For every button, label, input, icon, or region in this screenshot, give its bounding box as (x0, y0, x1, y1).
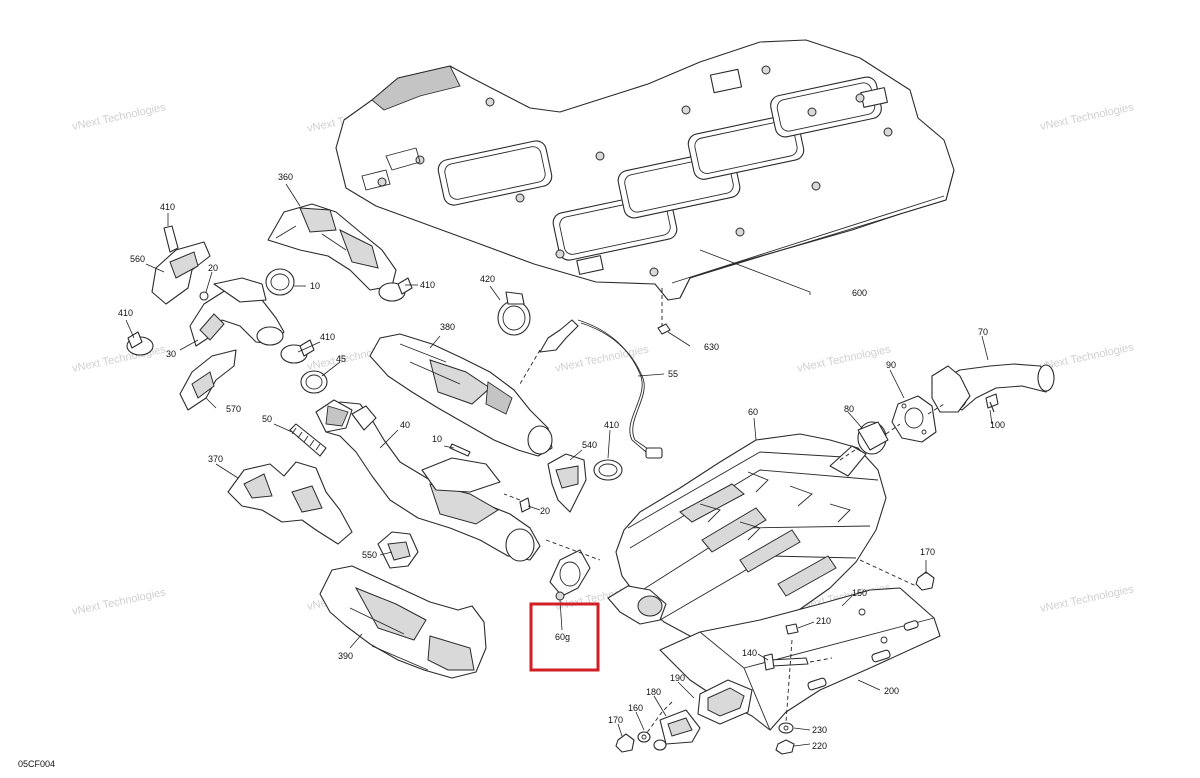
callout-600[interactable]: 600 (852, 288, 867, 298)
highlight-box-60g (529, 602, 600, 672)
gasket-10[interactable] (265, 268, 295, 296)
washer-160[interactable] (637, 731, 667, 751)
callout-180[interactable]: 180 (646, 687, 661, 697)
clamp-410-top-left[interactable] (163, 225, 179, 253)
spring-50[interactable] (289, 423, 327, 457)
callout-410[interactable]: 410 (118, 308, 133, 318)
heat-shield-390[interactable] (319, 565, 487, 679)
heat-shield-550[interactable] (377, 531, 419, 569)
callout-50[interactable]: 50 (262, 414, 272, 424)
callout-70[interactable]: 70 (978, 327, 988, 337)
callout-420[interactable]: 420 (480, 274, 495, 284)
spacer-180[interactable] (659, 709, 701, 745)
nut-220[interactable] (775, 739, 795, 755)
callout-560[interactable]: 560 (130, 254, 145, 264)
callout-60g[interactable]: 60g (555, 632, 570, 642)
heat-shield-540[interactable] (547, 453, 587, 513)
flange-90[interactable] (891, 395, 937, 443)
callout-40[interactable]: 40 (400, 420, 410, 430)
callout-380[interactable]: 380 (440, 322, 455, 332)
gasket-80[interactable] (857, 421, 889, 455)
callout-540[interactable]: 540 (582, 440, 597, 450)
callout-230[interactable]: 230 (812, 725, 827, 735)
callout-60[interactable]: 60 (748, 407, 758, 417)
watermark: vNext Technologies (1039, 101, 1135, 133)
muffler-60[interactable] (607, 433, 887, 641)
watermark: vNext Technologies (1039, 583, 1135, 615)
bolt-20[interactable] (199, 291, 531, 513)
callout-160[interactable]: 160 (628, 703, 643, 713)
tailpipe-70[interactable] (931, 363, 1055, 413)
clamp-410-mid[interactable] (280, 339, 315, 364)
callout-20[interactable]: 20 (208, 263, 218, 273)
callout-360[interactable]: 360 (278, 172, 293, 182)
watermark: vNext Technologies (796, 343, 892, 375)
callout-45[interactable]: 45 (336, 354, 346, 364)
callout-170[interactable]: 170 (608, 715, 623, 725)
gasket-45[interactable] (300, 370, 328, 394)
nut-170-upper[interactable] (915, 571, 935, 591)
heat-shield-560[interactable] (151, 241, 211, 305)
callout-100[interactable]: 100 (990, 420, 1005, 430)
skid-plate-600[interactable] (335, 39, 955, 301)
callout-150[interactable]: 150 (852, 588, 867, 598)
callout-140[interactable]: 140 (742, 648, 757, 658)
callout-370[interactable]: 370 (208, 454, 223, 464)
oxygen-sensor-55[interactable] (539, 319, 663, 459)
pipe-40[interactable] (315, 399, 541, 562)
bolt-210[interactable] (785, 623, 799, 635)
callout-410[interactable]: 410 (604, 420, 619, 430)
pipe-30[interactable] (189, 277, 285, 347)
callout-410[interactable]: 410 (320, 332, 335, 342)
washer-230[interactable] (778, 722, 794, 734)
bolt-100[interactable] (985, 393, 999, 413)
callout-10[interactable]: 10 (432, 434, 442, 444)
callout-170[interactable]: 170 (920, 547, 935, 557)
callout-55[interactable]: 55 (668, 369, 678, 379)
callout-labels: 360 410 560 20 10 410 410 30 410 45 380 … (118, 172, 1005, 751)
callout-220[interactable]: 220 (812, 741, 827, 751)
diagram-reference-code: 05CF004 (18, 759, 55, 769)
callout-390[interactable]: 390 (338, 651, 353, 661)
watermark: vNext Technologies (71, 586, 167, 618)
clamp-60g[interactable] (549, 549, 591, 601)
callout-200[interactable]: 200 (884, 686, 899, 696)
clamp-410-left[interactable] (126, 331, 154, 356)
heat-shield-370[interactable] (227, 461, 353, 545)
callout-190[interactable]: 190 (670, 673, 685, 683)
callout-550[interactable]: 550 (362, 550, 377, 560)
callout-30[interactable]: 30 (166, 349, 176, 359)
callout-410[interactable]: 410 (160, 202, 175, 212)
rubber-mount-190[interactable] (697, 679, 753, 725)
callout-570[interactable]: 570 (226, 404, 241, 414)
heat-shield-570[interactable] (179, 349, 237, 411)
clamp-410-upper[interactable] (378, 277, 413, 302)
bolt-140[interactable] (763, 653, 809, 671)
watermark: vNext Technologies (1039, 341, 1135, 373)
catalytic-converter-380[interactable] (369, 333, 553, 457)
clamp-410-right[interactable] (593, 459, 623, 481)
watermark: vNext Technologies (554, 343, 650, 375)
clamp-420[interactable] (497, 291, 531, 336)
callout-90[interactable]: 90 (886, 360, 896, 370)
callout-10[interactable]: 10 (310, 281, 320, 291)
watermark: vNext Technologies (71, 101, 167, 133)
pin-10[interactable] (449, 443, 471, 457)
callout-80[interactable]: 80 (844, 404, 854, 414)
assembly-axis-lines (503, 288, 945, 735)
nut-170-lower[interactable] (615, 733, 635, 753)
callout-20[interactable]: 20 (540, 506, 550, 516)
heat-shield-360[interactable] (267, 203, 397, 291)
callout-630[interactable]: 630 (704, 342, 719, 352)
callout-210[interactable]: 210 (816, 616, 831, 626)
bolt-630[interactable] (657, 323, 671, 335)
callout-410[interactable]: 410 (420, 280, 435, 290)
leader-lines (125, 183, 993, 747)
